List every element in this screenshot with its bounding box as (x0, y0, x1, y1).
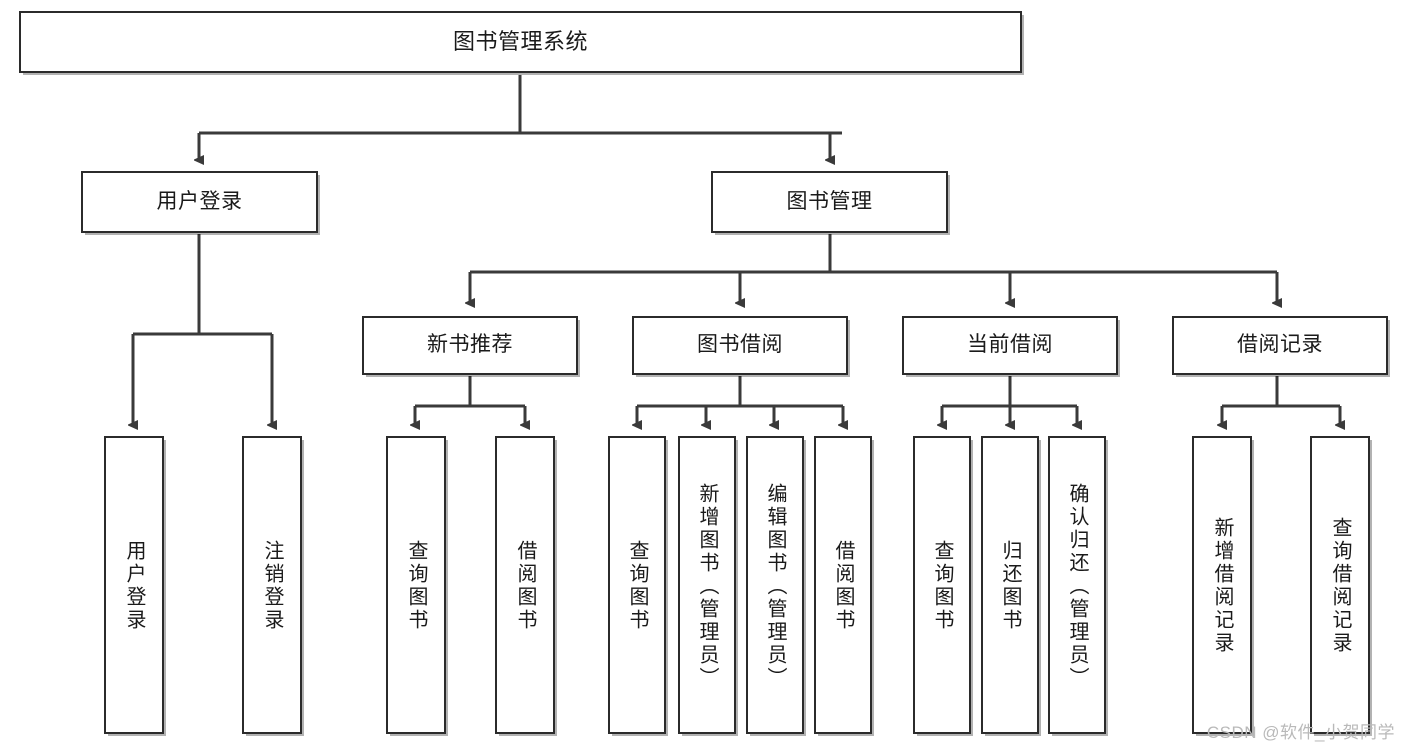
node-leaf-borrow-book-newbook[interactable]: 借阅图书 (495, 436, 555, 734)
node-label: 注销登录 (261, 540, 283, 632)
node-label: 图书借阅 (697, 333, 783, 357)
node-label: 用户登录 (123, 540, 145, 632)
node-label: 借阅记录 (1237, 333, 1323, 357)
connector-group-current-borrow (942, 376, 1077, 425)
node-label: 新书推荐 (427, 333, 513, 357)
node-label: 借阅图书 (832, 540, 854, 632)
node-label: 新增图书（管理员） (696, 482, 718, 690)
node-leaf-logout[interactable]: 注销登录 (242, 436, 302, 734)
node-book-management[interactable]: 图书管理 (711, 171, 948, 233)
connector-group-book-management (470, 234, 1277, 303)
node-new-book-recommend[interactable]: 新书推荐 (362, 316, 578, 375)
node-label: 归还图书 (999, 540, 1021, 632)
node-book-borrow[interactable]: 图书借阅 (632, 316, 848, 375)
node-borrow-record[interactable]: 借阅记录 (1172, 316, 1388, 375)
node-label: 查询图书 (405, 540, 427, 632)
node-leaf-confirm-return-admin[interactable]: 确认归还（管理员） (1048, 436, 1106, 734)
node-root-book-management-system[interactable]: 图书管理系统 (19, 11, 1022, 73)
node-label: 查询借阅记录 (1329, 517, 1351, 655)
connector-group-root (199, 75, 842, 160)
node-leaf-query-book-borrow[interactable]: 查询图书 (608, 436, 666, 734)
node-label: 借阅图书 (514, 540, 536, 632)
node-leaf-add-borrow-record[interactable]: 新增借阅记录 (1192, 436, 1252, 734)
connector-group-user-login (133, 234, 272, 425)
node-label: 当前借阅 (967, 333, 1053, 357)
node-leaf-user-login[interactable]: 用户登录 (104, 436, 164, 734)
node-leaf-return-book[interactable]: 归还图书 (981, 436, 1039, 734)
node-label: 新增借阅记录 (1211, 517, 1233, 655)
connector-group-book-borrow (637, 376, 843, 425)
node-leaf-query-borrow-record[interactable]: 查询借阅记录 (1310, 436, 1370, 734)
node-leaf-query-book-newbook[interactable]: 查询图书 (386, 436, 446, 734)
node-label: 查询图书 (626, 540, 648, 632)
node-user-login[interactable]: 用户登录 (81, 171, 318, 233)
node-label: 图书管理 (786, 189, 873, 213)
node-label: 确认归还（管理员） (1066, 482, 1088, 690)
node-leaf-query-book-current[interactable]: 查询图书 (913, 436, 971, 734)
node-current-borrow[interactable]: 当前借阅 (902, 316, 1118, 375)
node-leaf-borrow-book[interactable]: 借阅图书 (814, 436, 872, 734)
node-leaf-edit-book-admin[interactable]: 编辑图书（管理员） (746, 436, 804, 734)
node-label: 编辑图书（管理员） (764, 482, 786, 690)
node-label: 查询图书 (931, 540, 953, 632)
node-leaf-add-book-admin[interactable]: 新增图书（管理员） (678, 436, 736, 734)
node-label: 用户登录 (156, 189, 243, 213)
node-label: 图书管理系统 (452, 29, 588, 55)
connector-group-borrow-record (1222, 376, 1340, 425)
connector-group-new-book (415, 376, 525, 425)
